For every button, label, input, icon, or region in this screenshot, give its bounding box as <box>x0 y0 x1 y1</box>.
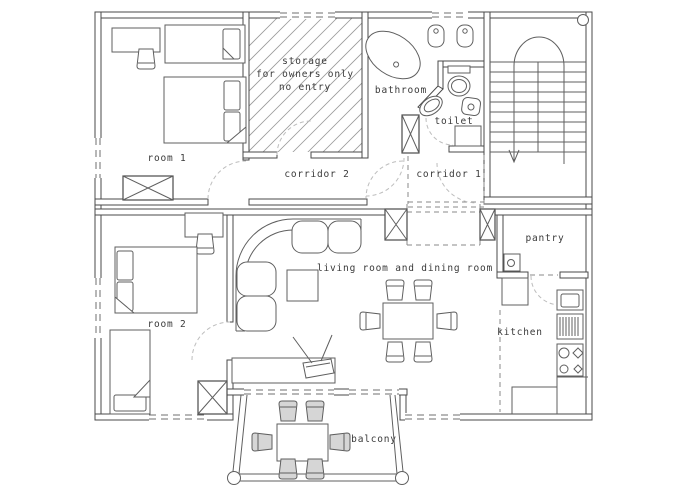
window-room1 <box>95 138 101 178</box>
window-top-bathroom <box>432 12 468 18</box>
kitchen-label: kitchen <box>497 327 543 338</box>
down-arrow-icon <box>508 149 520 164</box>
room-labels: room 1 storage for owners only no entry … <box>147 56 564 445</box>
washbasin-1 <box>427 24 445 48</box>
storage-label-line1: storage <box>282 56 328 67</box>
room2-furniture <box>109 212 224 415</box>
room2-label: room 2 <box>147 319 186 330</box>
balcony-post <box>395 471 409 485</box>
tv-stand <box>231 334 336 384</box>
door-room2 <box>191 321 231 361</box>
living-dining-label: living room and dining room <box>317 263 493 274</box>
desk-room1 <box>111 27 161 53</box>
corridor1-label: corridor 1 <box>416 169 481 180</box>
desk-room2 <box>184 212 224 238</box>
pantry-label: pantry <box>525 233 564 244</box>
door-kitchen <box>530 275 561 306</box>
living-room-furniture <box>231 218 458 384</box>
room1-furniture <box>111 24 247 144</box>
bathroom-fixtures <box>365 24 482 147</box>
window-top-storage <box>280 12 335 18</box>
door-toilet <box>425 117 454 146</box>
shaft-right-of-passage <box>479 208 496 241</box>
dining-chair <box>436 311 458 331</box>
toilet-bowl <box>447 65 471 97</box>
single-bed-room1 <box>164 24 246 64</box>
toilet-cabinet <box>454 125 482 147</box>
dining-set <box>359 279 458 363</box>
washbasin-2 <box>456 24 474 48</box>
balcony-chair <box>278 458 298 480</box>
shaft-left-of-passage <box>384 208 408 241</box>
coffee-table <box>286 269 319 302</box>
dining-chair <box>385 341 405 363</box>
corridor2-label: corridor 2 <box>284 169 349 180</box>
windows <box>94 11 468 421</box>
double-bed-room1 <box>163 76 247 144</box>
balcony-chair <box>305 400 325 422</box>
wardrobe-room1 <box>122 175 174 201</box>
wardrobe-room2 <box>197 380 228 415</box>
chair-room1-desk <box>136 48 156 70</box>
door-bathroom <box>365 157 405 197</box>
dining-chair <box>385 279 405 301</box>
dining-chair <box>359 311 381 331</box>
storage-hatching <box>249 18 362 152</box>
balcony-door-right <box>349 389 399 395</box>
balcony-post <box>227 471 241 485</box>
balcony-door-left <box>244 389 334 395</box>
bidet <box>419 95 443 117</box>
door-corridor2 <box>365 160 404 199</box>
small-basin <box>461 96 482 117</box>
window-room2-left <box>95 278 101 338</box>
balcony-chair <box>329 432 351 452</box>
storage-label-line3: no entry <box>279 82 331 93</box>
dining-chair <box>413 279 433 301</box>
door-storage <box>276 120 312 156</box>
toilet-label: toilet <box>434 116 473 127</box>
balcony-label: balcony <box>351 434 397 445</box>
double-bed-room2 <box>114 246 198 314</box>
stair-direction-path <box>513 36 565 164</box>
balcony-table <box>276 423 329 462</box>
kitchen-fixtures <box>501 253 588 414</box>
bathroom-label: bathroom <box>375 85 427 96</box>
door-swings <box>191 117 561 361</box>
room1-label: room 1 <box>147 153 186 164</box>
refrigerator <box>501 277 529 306</box>
balcony-structure <box>227 394 409 485</box>
dining-chair <box>413 341 433 363</box>
single-bed-room2 <box>109 329 151 415</box>
stair-post <box>577 14 589 26</box>
chair-room2-desk <box>195 233 215 255</box>
storage-label-line2: for owners only <box>256 69 354 80</box>
door-corridor1 <box>436 162 478 204</box>
shaft-near-toilet <box>401 114 420 154</box>
door-room1 <box>207 160 247 200</box>
window-room2-bottom <box>149 414 207 420</box>
corner-sofa <box>235 218 362 332</box>
dishwasher <box>556 313 584 340</box>
boiler-unit <box>503 253 521 272</box>
balcony-chair <box>251 432 273 452</box>
window-bottom-right <box>405 414 460 420</box>
kitchen-counter <box>511 376 588 414</box>
bathtub <box>365 30 421 80</box>
kitchen-sink <box>556 289 584 311</box>
stove <box>556 343 584 377</box>
balcony-chair <box>305 458 325 480</box>
shafts-and-wardrobes <box>122 114 496 415</box>
dining-table <box>382 302 434 340</box>
balcony-railing-outer <box>231 394 405 482</box>
balcony-chair <box>278 400 298 422</box>
stairwell <box>490 14 589 164</box>
